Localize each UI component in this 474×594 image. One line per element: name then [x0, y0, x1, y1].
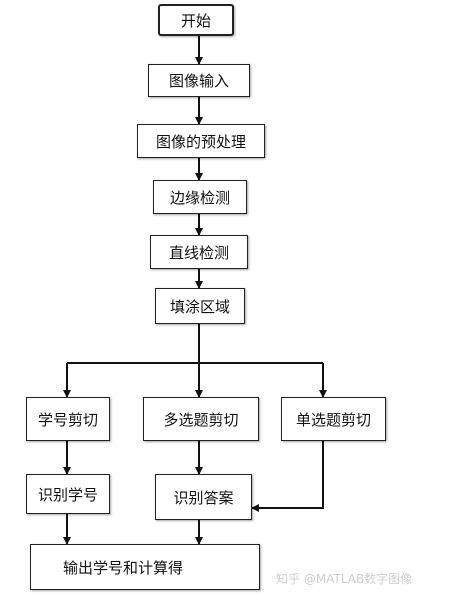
id-crop-node: 学号剪切 [26, 397, 110, 441]
preprocess-node: 图像的预处理 [137, 124, 265, 158]
fill-region-node: 填涂区域 [155, 288, 245, 324]
single-crop-node: 单选题剪切 [281, 397, 386, 441]
image-input-node: 图像输入 [148, 64, 250, 97]
start-node: 开始 [158, 4, 234, 36]
watermark: 知乎 @MATLAB数字图像 [276, 572, 413, 586]
output-node: 输出学号和计算得 [30, 544, 260, 590]
recognize-id-node: 识别学号 [26, 474, 110, 514]
edge-detect-node: 边缘检测 [153, 180, 247, 214]
arrow-single-crop-to-recognize [251, 441, 324, 512]
line-detect-node: 直线检测 [150, 235, 248, 269]
multi-crop-node: 多选题剪切 [143, 397, 259, 441]
recognize-answer-node: 识别答案 [155, 474, 252, 520]
